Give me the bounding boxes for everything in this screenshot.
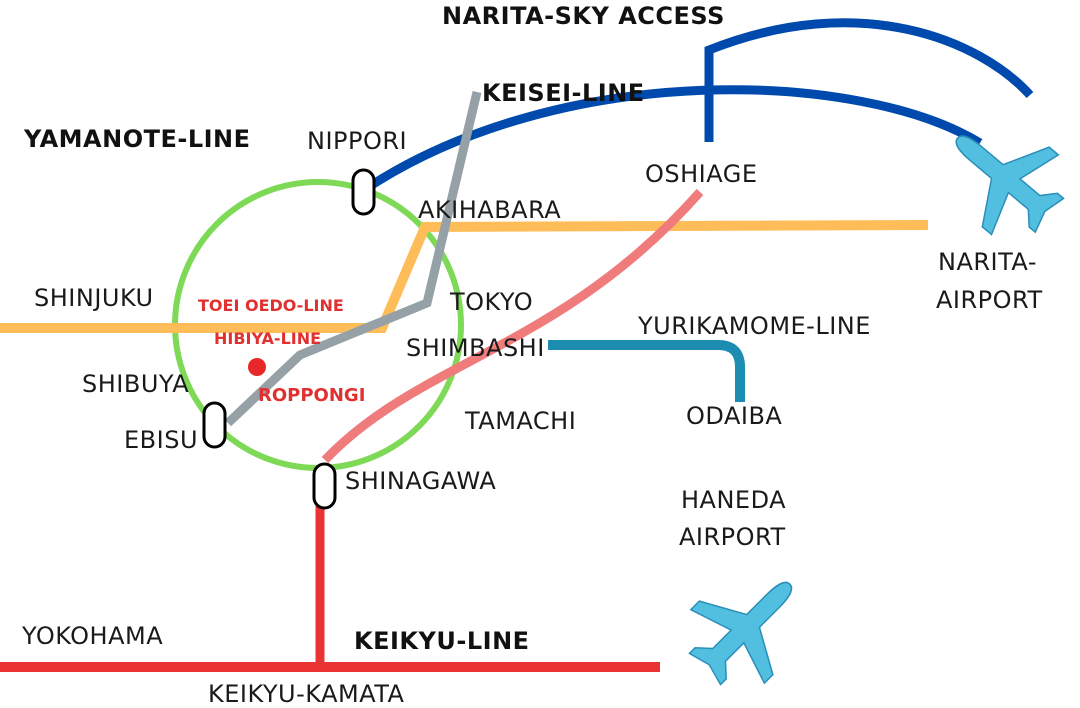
gray-line: [224, 90, 482, 427]
haneda-airplane-icon: [688, 581, 793, 686]
nippori-station-marker: [351, 168, 376, 216]
shimbashi-label: SHIMBASHI: [406, 334, 545, 362]
roppongi-label: ROPPONGI: [258, 385, 366, 406]
ebisu-station-marker: [202, 401, 227, 449]
nippori-label: NIPPORI: [307, 127, 408, 155]
keisei-line-track: [361, 85, 983, 194]
shinagawa-station-marker: [312, 462, 337, 510]
yurikamome-line-label: YURIKAMOME-LINE: [638, 312, 871, 340]
shinjuku-label: SHINJUKU: [34, 284, 154, 312]
toei-oedo-line-label: TOEI OEDO-LINE: [198, 296, 344, 315]
narita-sky-access-track: [704, 18, 1034, 142]
narita-airplane-icon: [955, 135, 1065, 236]
tamachi-label: TAMACHI: [465, 407, 577, 435]
keikyu-kamata-label: KEIKYU-KAMATA: [208, 680, 405, 708]
narita-airport-label-line2: AIRPORT: [936, 286, 1043, 314]
pink-line: [321, 189, 704, 464]
oshiage-label: OSHIAGE: [645, 160, 758, 188]
akihabara-label: AKIHABARA: [418, 196, 562, 224]
roppongi-dot: [248, 358, 266, 376]
keisei-line-label: KEISEI-LINE: [482, 79, 645, 107]
haneda-airport-label-line2: AIRPORT: [679, 523, 786, 551]
shibuya-label: SHIBUYA: [82, 370, 190, 398]
shinagawa-label: SHINAGAWA: [345, 467, 497, 495]
tokyo-label: TOKYO: [450, 288, 534, 316]
keikyu-line-label: KEIKYU-LINE: [354, 627, 530, 655]
haneda-airport-label-line1: HANEDA: [681, 486, 787, 514]
yokohama-label: YOKOHAMA: [22, 622, 164, 650]
ebisu-label: EBISU: [124, 426, 199, 454]
yamanote-line-label: YAMANOTE-LINE: [24, 125, 251, 153]
narita-sky-access-label: NARITA-SKY ACCESS: [442, 2, 725, 30]
odaiba-label: ODAIBA: [686, 402, 783, 430]
narita-airport-label-line1: NARITA-: [938, 248, 1037, 276]
hibiya-line-label: HIBIYA-LINE: [214, 329, 322, 348]
orange-line: [0, 220, 929, 333]
yurikamome-line-track: [548, 340, 745, 402]
